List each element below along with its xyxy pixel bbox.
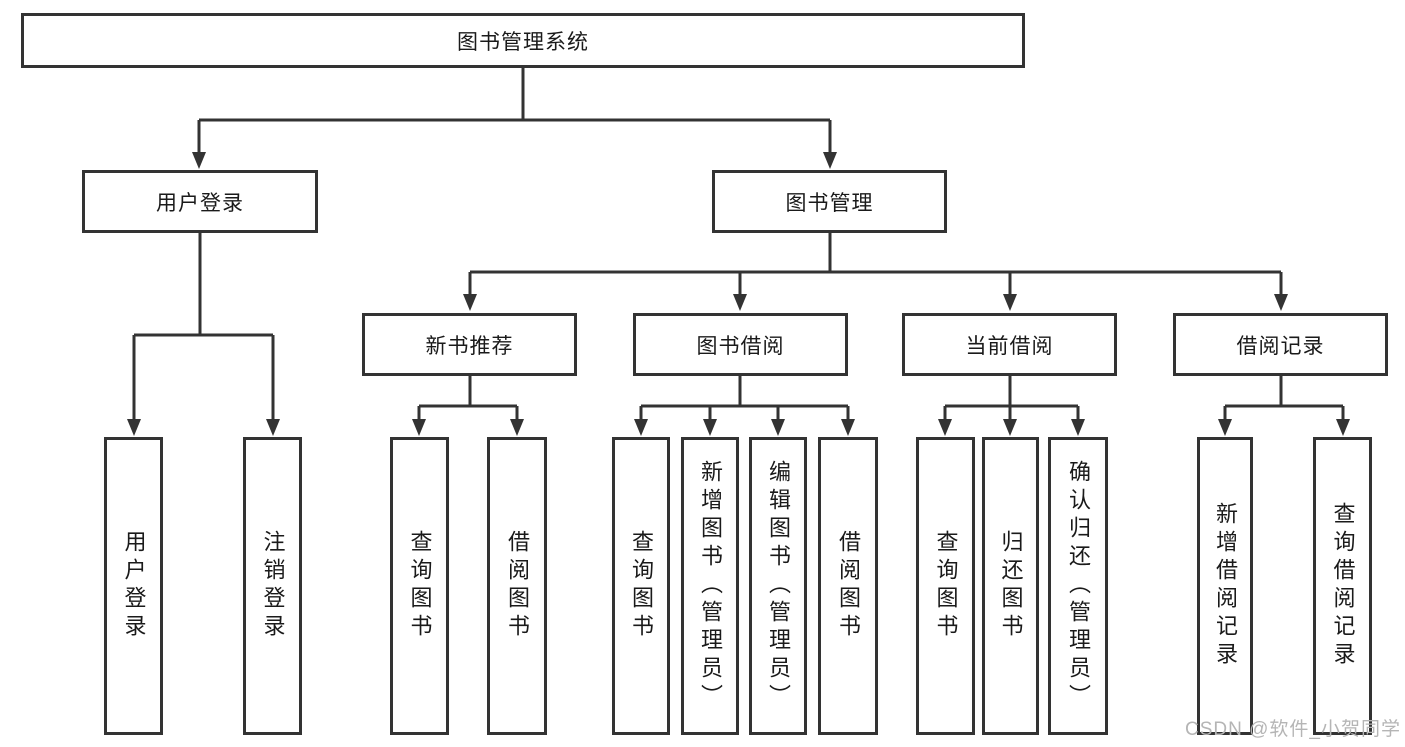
leaf-return-books: 归还图书	[982, 437, 1039, 735]
connector-book-management-children	[468, 233, 1283, 295]
node-new-book-recommend: 新书推荐	[362, 313, 577, 376]
connector-root-to-level2	[197, 68, 832, 153]
arrowhead-down-icon	[463, 294, 477, 311]
leaf-query-borrow-record-label: 查询借阅记录	[1330, 502, 1356, 670]
leaf-query-books-recommend-label: 查询图书	[407, 530, 433, 642]
arrowheads	[127, 152, 1350, 436]
leaf-add-borrow-record: 新增借阅记录	[1197, 437, 1253, 735]
leaf-borrow-books-recommend-label: 借阅图书	[505, 530, 530, 642]
leaf-query-borrow-record: 查询借阅记录	[1313, 437, 1372, 735]
leaf-borrow-books-borrowing-label: 借阅图书	[836, 530, 861, 642]
arrowhead-down-icon	[733, 294, 747, 311]
leaf-edit-books-admin-label: 编辑图书（管理员）	[766, 460, 791, 712]
node-user-login: 用户登录	[82, 170, 318, 233]
leaf-borrow-books-recommend: 借阅图书	[487, 437, 547, 735]
csdn-watermark: CSDN @软件_小贺同学	[1185, 719, 1401, 740]
leaf-logout: 注销登录	[243, 437, 302, 735]
arrowhead-down-icon	[412, 419, 426, 436]
arrowhead-down-icon	[1003, 294, 1017, 311]
arrowhead-down-icon	[266, 419, 280, 436]
arrowhead-down-icon	[703, 419, 717, 436]
arrowhead-down-icon	[938, 419, 952, 436]
node-borrowing-records: 借阅记录	[1173, 313, 1388, 376]
arrowhead-down-icon	[1218, 419, 1232, 436]
leaf-return-books-label: 归还图书	[998, 530, 1024, 642]
arrowhead-down-icon	[127, 419, 141, 436]
leaf-logout-label: 注销登录	[260, 530, 286, 642]
leaf-user-login: 用户登录	[104, 437, 163, 735]
connector-borrowing-records-children	[1223, 376, 1345, 420]
leaf-add-books-admin: 新增图书（管理员）	[681, 437, 739, 735]
arrowhead-down-icon	[192, 152, 206, 169]
arrowhead-down-icon	[823, 152, 837, 169]
leaf-add-books-admin-label: 新增图书（管理员）	[698, 460, 723, 712]
arrowhead-down-icon	[841, 419, 855, 436]
arrowhead-down-icon	[1003, 419, 1017, 436]
leaf-edit-books-admin: 编辑图书（管理员）	[749, 437, 807, 735]
leaf-query-books-current: 查询图书	[916, 437, 975, 735]
node-current-borrowing: 当前借阅	[902, 313, 1117, 376]
node-book-management: 图书管理	[712, 170, 947, 233]
connector-book-borrowing-children	[639, 376, 850, 420]
arrowhead-down-icon	[1071, 419, 1085, 436]
leaf-confirm-return-admin-label: 确认归还（管理员）	[1066, 460, 1091, 712]
leaf-query-books-borrowing: 查询图书	[612, 437, 670, 735]
node-book-borrowing: 图书借阅	[633, 313, 848, 376]
node-book-management-system: 图书管理系统	[21, 13, 1025, 68]
leaf-user-login-label: 用户登录	[121, 530, 147, 642]
leaf-query-books-current-label: 查询图书	[933, 530, 959, 642]
arrowhead-down-icon	[1336, 419, 1350, 436]
arrowhead-down-icon	[1274, 294, 1288, 311]
connector-new-book-recommend-children	[417, 376, 519, 420]
leaf-query-books-recommend: 查询图书	[390, 437, 449, 735]
connector-current-borrowing-children	[943, 376, 1080, 420]
leaf-query-books-borrowing-label: 查询图书	[629, 530, 654, 642]
arrowhead-down-icon	[771, 419, 785, 436]
leaf-borrow-books-borrowing: 借阅图书	[818, 437, 878, 735]
arrowhead-down-icon	[634, 419, 648, 436]
connector-user-login-children	[132, 233, 275, 420]
arrowhead-down-icon	[510, 419, 524, 436]
leaf-confirm-return-admin: 确认归还（管理员）	[1048, 437, 1108, 735]
leaf-add-borrow-record-label: 新增借阅记录	[1213, 502, 1238, 670]
